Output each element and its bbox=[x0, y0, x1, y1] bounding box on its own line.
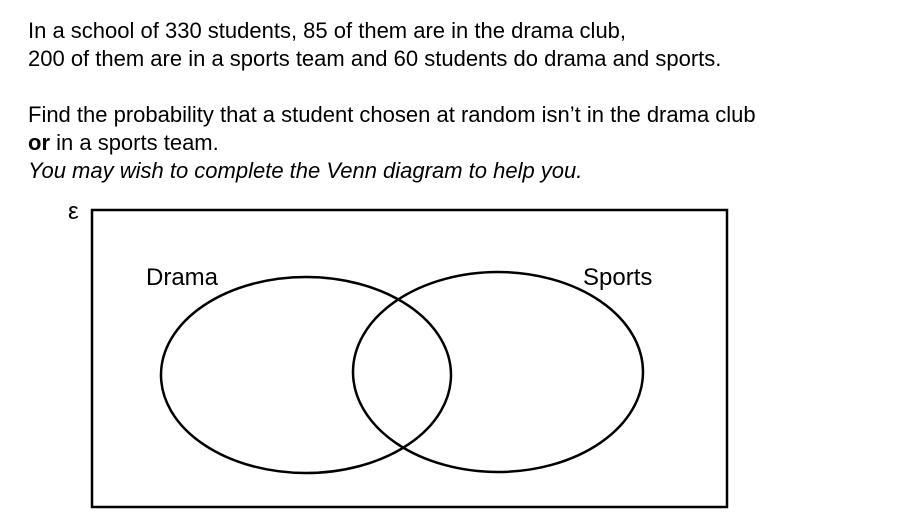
universal-set-rectangle bbox=[90, 208, 729, 509]
sports-label: Sports bbox=[583, 264, 652, 291]
bold-or: or bbox=[28, 130, 50, 155]
question-line-1: In a school of 330 students, 85 of them … bbox=[28, 18, 627, 43]
sports-set-ellipse[interactable] bbox=[351, 270, 645, 474]
drama-set-ellipse[interactable] bbox=[159, 275, 453, 475]
question-line-3: Find the probability that a student chos… bbox=[28, 102, 756, 127]
drama-label: Drama bbox=[146, 264, 219, 291]
question-line-4: or in a sports team. bbox=[28, 129, 219, 157]
question-line-2: 200 of them are in a sports team and 60 … bbox=[28, 46, 722, 71]
question-line-4-rest: in a sports team. bbox=[50, 130, 219, 155]
hint-text: You may wish to complete the Venn diagra… bbox=[28, 158, 583, 183]
universal-set-symbol: ε bbox=[68, 198, 79, 225]
